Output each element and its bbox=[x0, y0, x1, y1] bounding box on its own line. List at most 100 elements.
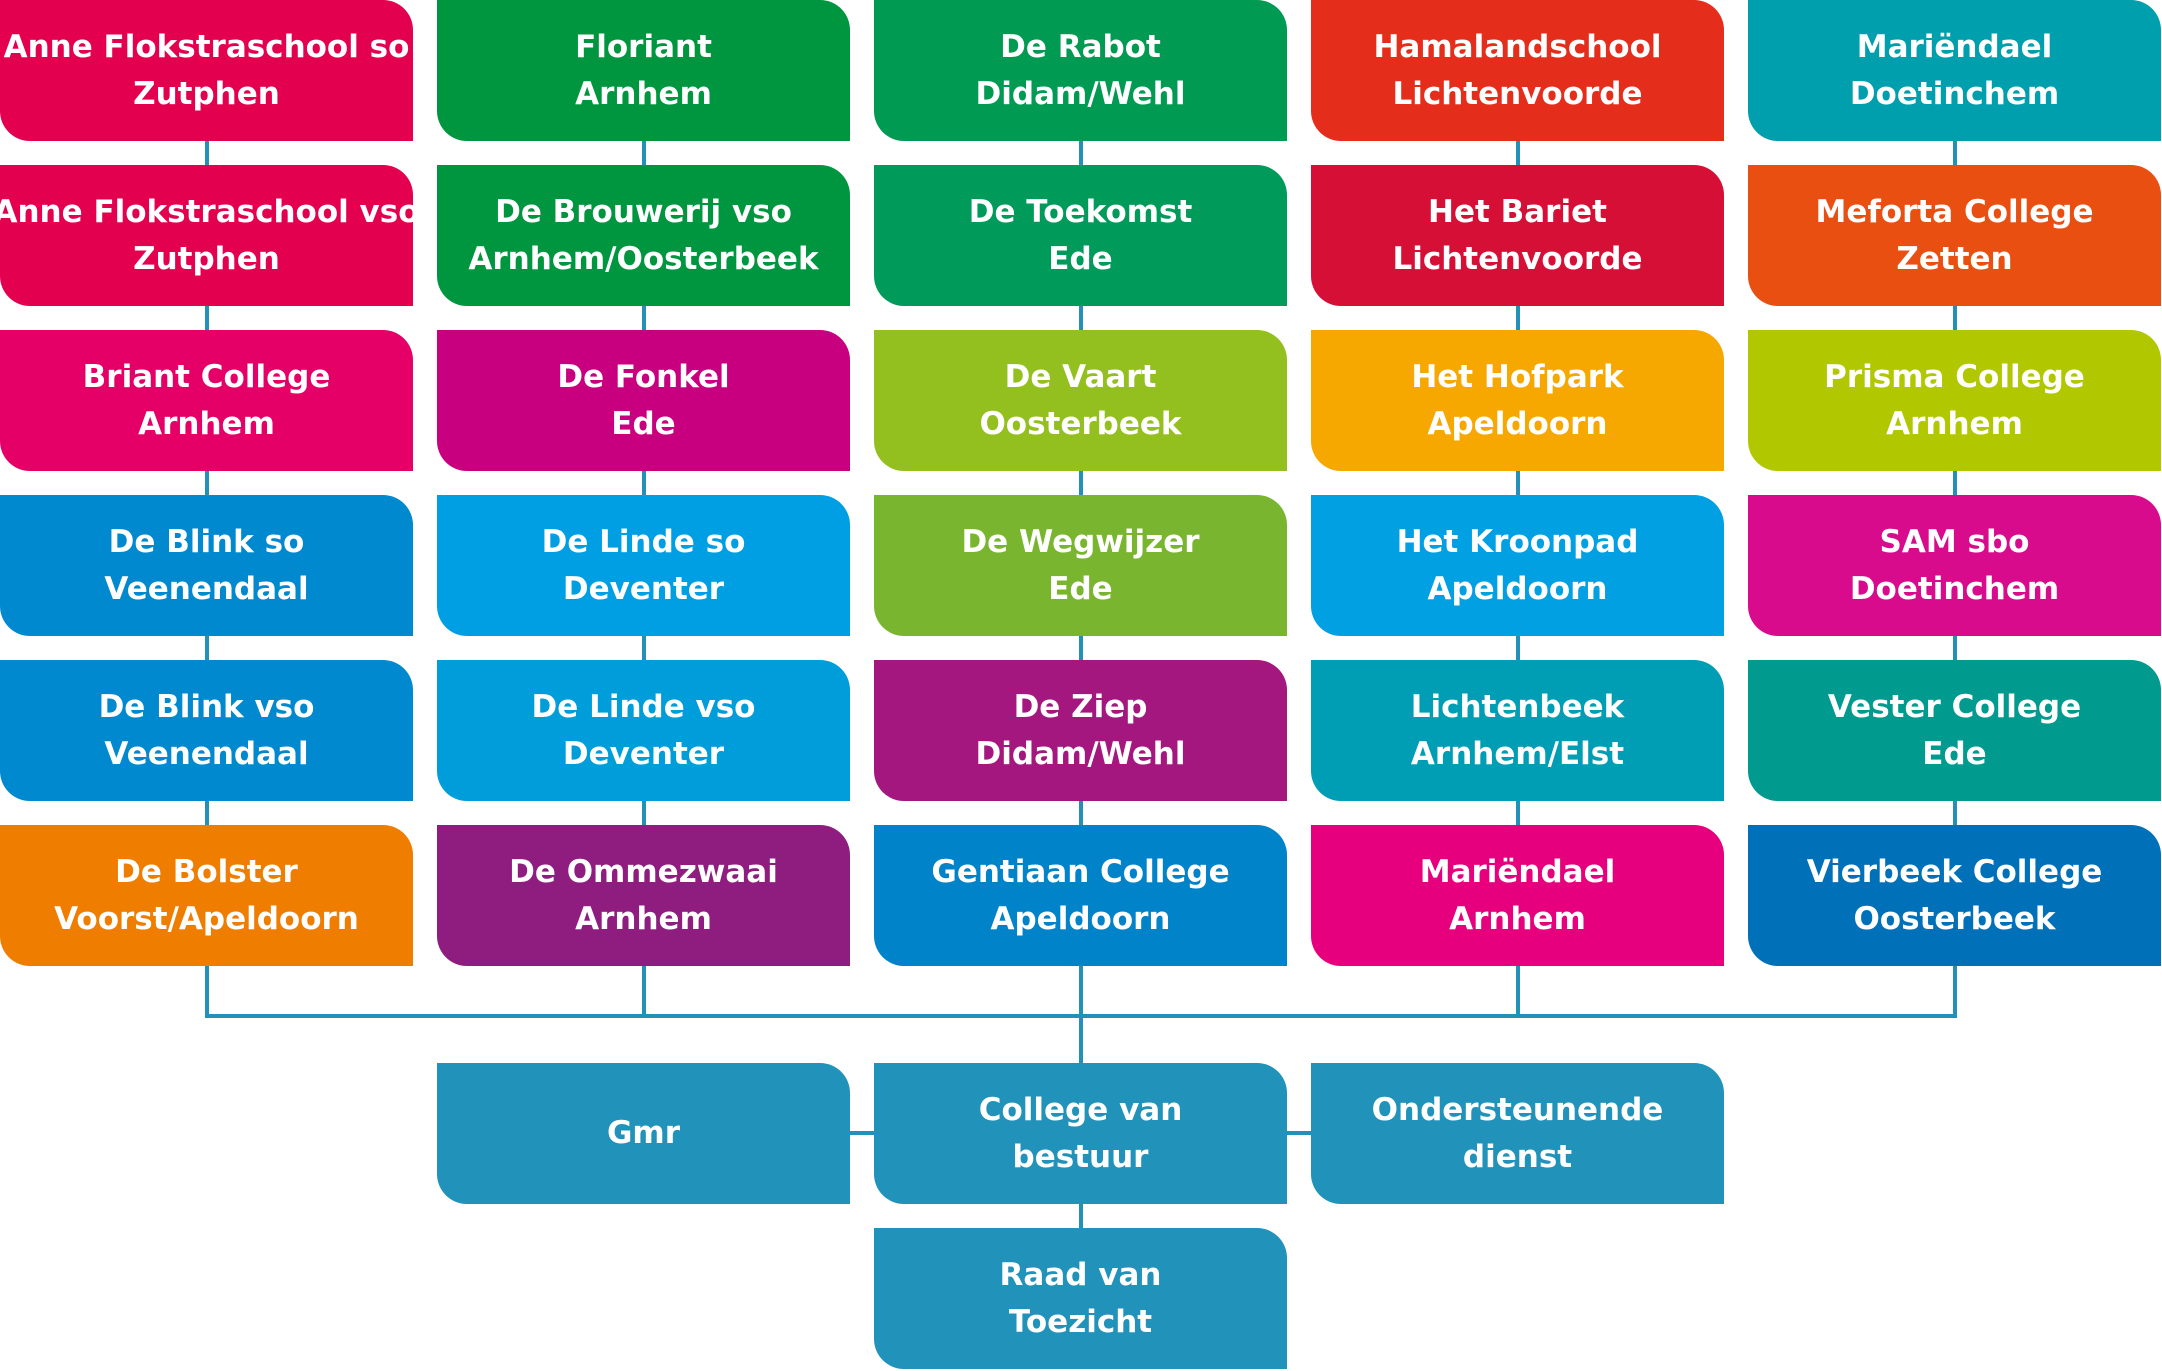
college-line1: College van bbox=[978, 1091, 1183, 1128]
school-city: Arnhem/Elst bbox=[1410, 735, 1625, 772]
school-city: Zutphen bbox=[133, 240, 280, 277]
school-name: Hamalandschool bbox=[1373, 28, 1662, 65]
school-name: De Ommezwaai bbox=[509, 853, 778, 890]
school-name: De Toekomst bbox=[968, 193, 1193, 230]
school-city: Didam/Wehl bbox=[975, 735, 1186, 772]
school-name: Floriant bbox=[575, 28, 712, 65]
school-city: Veenendaal bbox=[104, 735, 309, 772]
school-city: Apeldoorn bbox=[1427, 405, 1608, 442]
school-city: Arnhem bbox=[575, 75, 712, 112]
school-city: Ede bbox=[1048, 570, 1113, 607]
ondersteunende-line2: dienst bbox=[1462, 1138, 1573, 1175]
school-name: Meforta College bbox=[1815, 193, 2094, 230]
school-city: Arnhem/Oosterbeek bbox=[468, 240, 819, 277]
gmr-box: Gmr bbox=[437, 1063, 850, 1204]
school-name: De Blink vso bbox=[98, 688, 315, 725]
school-city: Apeldoorn bbox=[1427, 570, 1608, 607]
school-city: Lichtenvoorde bbox=[1392, 75, 1643, 112]
school-name: Het Hofpark bbox=[1411, 358, 1624, 395]
school-name: Het Bariet bbox=[1428, 193, 1607, 230]
school-name: De Linde vso bbox=[531, 688, 756, 725]
school-name: De Rabot bbox=[1000, 28, 1161, 65]
gmr-label: Gmr bbox=[606, 1115, 681, 1151]
school-city: Ede bbox=[1922, 735, 1987, 772]
school-city: Oosterbeek bbox=[1853, 900, 2056, 937]
school-city: Doetinchem bbox=[1849, 570, 2060, 607]
school-name: Anne Flokstraschool so bbox=[3, 28, 410, 65]
school-name: SAM sbo bbox=[1879, 523, 2030, 560]
school-city: Arnhem bbox=[138, 405, 275, 442]
school-name: Lichtenbeek bbox=[1410, 688, 1625, 725]
school-name: Mariëndael bbox=[1856, 28, 2053, 65]
school-name: De Ziep bbox=[1013, 688, 1148, 725]
school-name: De Wegwijzer bbox=[961, 523, 1200, 560]
school-box: De Blink so Veenendaal bbox=[0, 495, 413, 636]
school-city: Ede bbox=[611, 405, 676, 442]
school-city: Arnhem bbox=[1886, 405, 2023, 442]
school-city: Didam/Wehl bbox=[975, 75, 1186, 112]
school-city: Zetten bbox=[1896, 240, 2013, 277]
school-name: De Brouwerij vso bbox=[495, 193, 792, 230]
school-name: Het Kroonpad bbox=[1396, 523, 1639, 560]
school-city: Arnhem bbox=[575, 900, 712, 937]
school-name: De Linde so bbox=[541, 523, 746, 560]
school-city: Oosterbeek bbox=[979, 405, 1182, 442]
school-city: Lichtenvoorde bbox=[1392, 240, 1643, 277]
school-name: Prisma College bbox=[1824, 358, 2085, 395]
ondersteunende-dienst-box: Ondersteunende dienst bbox=[1311, 1063, 1724, 1204]
college-van-bestuur-box: College van bestuur bbox=[874, 1063, 1287, 1204]
raad-line1: Raad van bbox=[999, 1256, 1162, 1293]
school-city: Deventer bbox=[562, 570, 725, 607]
school-name: De Bolster bbox=[115, 853, 298, 890]
school-city: Voorst/Apeldoorn bbox=[54, 900, 359, 937]
school-box: De Linde so Deventer bbox=[437, 495, 850, 636]
college-line2: bestuur bbox=[1012, 1138, 1149, 1175]
school-name: Gentiaan College bbox=[931, 853, 1230, 890]
school-name: Mariëndael bbox=[1419, 853, 1616, 890]
school-name: De Blink so bbox=[108, 523, 305, 560]
raad-line2: Toezicht bbox=[1008, 1303, 1153, 1340]
ondersteunende-line1: Ondersteunende bbox=[1371, 1091, 1664, 1128]
school-city: Apeldoorn bbox=[990, 900, 1171, 937]
school-name: De Vaart bbox=[1004, 358, 1157, 395]
raad-van-toezicht-box: Raad van Toezicht bbox=[874, 1228, 1287, 1369]
school-name: Vierbeek College bbox=[1806, 853, 2103, 890]
school-city: Zutphen bbox=[133, 75, 280, 112]
school-box: Anne Flokstraschool so Zutphen bbox=[0, 0, 413, 141]
school-city: Arnhem bbox=[1449, 900, 1586, 937]
school-name: Vester College bbox=[1827, 688, 2082, 725]
school-name: De Fonkel bbox=[557, 358, 730, 395]
school-city: Deventer bbox=[562, 735, 725, 772]
school-city: Veenendaal bbox=[104, 570, 309, 607]
school-city: Doetinchem bbox=[1849, 75, 2060, 112]
school-city: Ede bbox=[1048, 240, 1113, 277]
school-name: Briant College bbox=[82, 358, 331, 395]
